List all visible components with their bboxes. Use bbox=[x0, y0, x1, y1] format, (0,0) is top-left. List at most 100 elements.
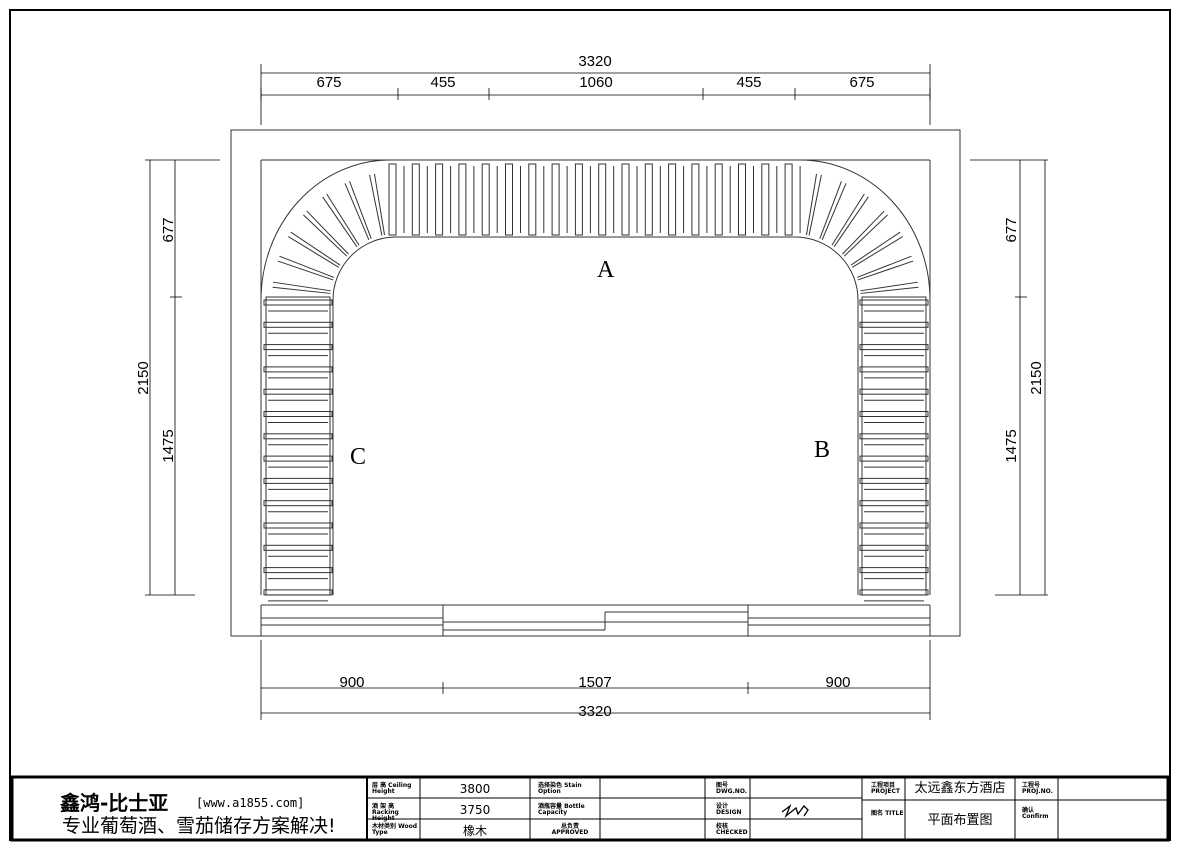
bottom-dim-3: 900 bbox=[825, 674, 850, 691]
top-dim-5: 675 bbox=[849, 74, 874, 91]
corner-rack-slat bbox=[856, 255, 912, 278]
corner-rack-slat bbox=[843, 214, 888, 257]
side-rack-shelf bbox=[859, 411, 929, 417]
side-rack-shelf bbox=[263, 522, 333, 529]
corner-rack-slat bbox=[805, 173, 818, 236]
top-rack-slat bbox=[388, 163, 397, 236]
side-rack-shelf bbox=[263, 567, 333, 574]
side-rack-shelf bbox=[859, 433, 929, 440]
corner-rack-slat bbox=[819, 181, 842, 239]
wall-label-a: A bbox=[597, 257, 615, 283]
left-upper-dim: 677 bbox=[160, 217, 177, 242]
side-rack-shelf bbox=[859, 344, 929, 351]
corner-rack-slat bbox=[842, 210, 885, 255]
corner-rack-slat bbox=[279, 255, 335, 278]
top-rack-slat bbox=[761, 163, 770, 236]
top-dim-1: 675 bbox=[316, 74, 341, 91]
corner-rack-slat bbox=[808, 174, 822, 236]
project-name: 太远鑫东方酒店 bbox=[914, 781, 1006, 796]
corner-rack-slat bbox=[857, 260, 914, 281]
top-dim-3: 1060 bbox=[579, 74, 612, 91]
bottom-dim-2: 1507 bbox=[578, 674, 611, 691]
side-rack-shelf bbox=[859, 455, 929, 462]
company-name: 鑫鸿-比士亚 bbox=[60, 791, 169, 815]
side-rack-shelf bbox=[859, 299, 929, 306]
top-rack-slat bbox=[714, 163, 723, 236]
top-total-dim: 3320 bbox=[578, 53, 611, 70]
title-label: 图名 TITLE bbox=[871, 810, 904, 817]
left-lower-dim: 1475 bbox=[160, 429, 177, 462]
top-rack-slat bbox=[668, 163, 677, 236]
side-rack-shelf bbox=[859, 321, 929, 328]
top-rack-slat bbox=[784, 163, 793, 236]
corner-rack-slat bbox=[306, 210, 349, 255]
company-website: [www.a1855.com] bbox=[196, 796, 305, 810]
racking-height-value: 3750 bbox=[459, 803, 491, 817]
right-lower-dim: 1475 bbox=[1003, 429, 1020, 462]
top-rack-slat bbox=[411, 163, 420, 236]
corner-rack-slat bbox=[277, 260, 334, 281]
corner-rack-slat bbox=[850, 231, 901, 266]
side-rack-shelf bbox=[263, 455, 333, 462]
corner-rack-slat bbox=[831, 193, 865, 246]
racking-height-label: 酒 架 高 Racking Height bbox=[372, 803, 399, 822]
right-upper-dim: 677 bbox=[1003, 217, 1020, 242]
side-rack-shelf bbox=[263, 500, 333, 507]
top-rack-slat bbox=[458, 163, 467, 236]
corner-rack-slat bbox=[860, 281, 918, 292]
approved-label: 总负责 APPROVED bbox=[551, 823, 589, 836]
wood-type-value: 橡木 bbox=[462, 824, 487, 838]
left-total-dim: 2150 bbox=[135, 361, 152, 394]
side-rack-shelf bbox=[859, 500, 929, 507]
side-rack-shelf bbox=[263, 589, 333, 596]
corner-rack-slat bbox=[349, 181, 372, 239]
confirm-label: 确认 Confirm bbox=[1022, 807, 1049, 820]
top-rack-slat bbox=[644, 163, 653, 236]
rack-inner-line bbox=[332, 236, 859, 595]
top-rack-slat bbox=[598, 163, 607, 236]
side-rack-shelf bbox=[859, 477, 929, 484]
corner-rack-slat bbox=[303, 214, 348, 257]
corner-rack-slat bbox=[288, 236, 339, 268]
side-rack-shelf bbox=[263, 299, 333, 306]
design-label: 设计 DESIGN bbox=[716, 803, 742, 816]
designer-signature bbox=[781, 804, 809, 819]
drawing-title: 平面布置图 bbox=[927, 813, 993, 828]
top-rack-slat bbox=[738, 163, 746, 236]
corner-rack-slat bbox=[326, 193, 360, 246]
wine-racks bbox=[260, 159, 931, 636]
project-label: 工程项目 PROJECT bbox=[871, 782, 900, 795]
side-rack-shelf bbox=[263, 344, 333, 351]
top-dim-4: 455 bbox=[736, 74, 761, 91]
side-rack-shelf bbox=[859, 366, 929, 373]
checked-label: 校核 CHECKED bbox=[716, 823, 748, 836]
top-rack-slat bbox=[621, 163, 630, 236]
dwg-no-label: 图号 DWG.NO. bbox=[716, 782, 748, 795]
top-rack-slat bbox=[435, 163, 444, 236]
rack-outer-line bbox=[260, 159, 931, 595]
dimension-lines bbox=[145, 64, 1048, 720]
proj-no-label: 工程号 PROJ.NO. bbox=[1022, 782, 1053, 795]
corner-rack-slat bbox=[852, 236, 903, 268]
top-rack-slat bbox=[574, 163, 583, 236]
side-rack-shelf bbox=[859, 522, 929, 529]
top-dim-2: 455 bbox=[430, 74, 455, 91]
side-rack-shelf bbox=[859, 544, 929, 551]
corner-rack-slat bbox=[833, 196, 869, 248]
top-rack-slat bbox=[505, 163, 513, 236]
side-rack-shelf bbox=[859, 567, 929, 574]
ceiling-height-value: 3800 bbox=[459, 782, 491, 796]
wood-type-label: 木材类别 Wood Type bbox=[372, 823, 418, 836]
top-rack-slat bbox=[481, 163, 490, 236]
corner-rack-slat bbox=[369, 174, 383, 236]
corner-rack-slat bbox=[821, 183, 847, 241]
wall-label-b: B bbox=[814, 437, 830, 463]
side-rack-shelf bbox=[263, 366, 333, 373]
stain-option-label: 选择染色 Stain Option bbox=[538, 782, 582, 795]
corner-rack-slat bbox=[290, 231, 341, 266]
company-slogan: 专业葡萄酒、雪茄储存方案解决! bbox=[62, 815, 336, 837]
corner-rack-slat bbox=[322, 196, 358, 248]
side-rack-shelf bbox=[263, 411, 333, 417]
corner-rack-slat bbox=[344, 183, 370, 241]
